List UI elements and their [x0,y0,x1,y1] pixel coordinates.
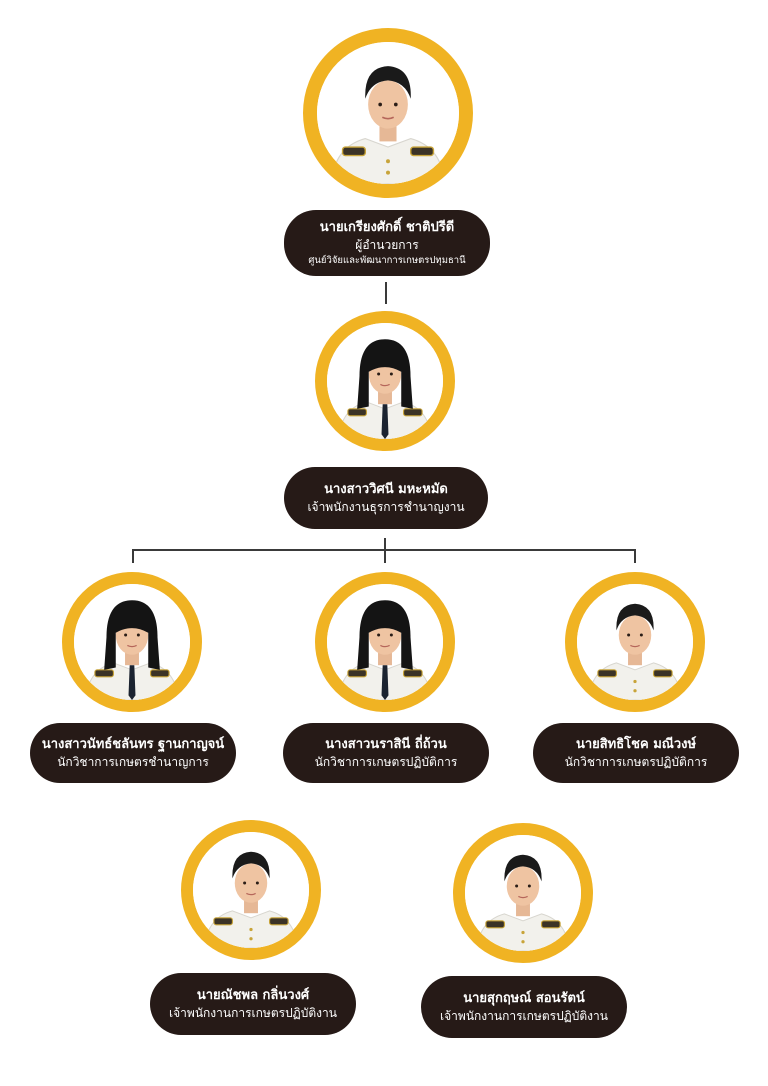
connector-horizontal [132,549,635,551]
portrait-staff-4 [181,820,321,960]
portrait-staff-5 [453,823,593,963]
portrait-staff-2 [315,572,455,712]
staff-3-position: นักวิชาการเกษตรปฏิบัติการ [564,754,708,769]
label-staff-2: นางสาวนราสินี ถี่ถ้วน นักวิชาการเกษตรปฏิ… [283,723,489,783]
label-admin: นางสาววิศนี มหะหมัด เจ้าพนักงานธุรการชำน… [284,467,488,529]
portrait-illustration [327,323,443,439]
portrait-illustration [317,42,459,184]
staff-5-position: เจ้าพนักงานการเกษตรปฏิบัติงาน [440,1008,608,1023]
staff-2-position: นักวิชาการเกษตรปฏิบัติการ [314,754,458,769]
staff-1-position: นักวิชาการเกษตรชำนาญการ [57,754,209,769]
director-name: นายเกรียงศักดิ์ ชาติปรีดี [319,219,455,235]
connector-drop-right [634,549,636,563]
label-director: นายเกรียงศักดิ์ ชาติปรีดี ผู้อำนวยการ ศู… [284,210,490,276]
connector-director-admin [385,282,387,304]
portrait-illustration [193,832,309,948]
label-staff-5: นายสุกฤษณ์ สอนรัตน์ เจ้าพนักงานการเกษตรป… [421,976,627,1038]
portrait-illustration [465,835,581,951]
portrait-staff-3 [565,572,705,712]
admin-position: เจ้าพนักงานธุรการชำนาญงาน [307,499,465,514]
portrait-staff-1 [62,572,202,712]
admin-name: นางสาววิศนี มหะหมัด [324,481,448,497]
staff-4-name: นายณัชพล กลิ่นวงศ์ [196,987,310,1003]
portrait-illustration [577,584,693,700]
label-staff-1: นางสาวนัทธ์ชลันทร ฐานกาญจน์ นักวิชาการเก… [30,723,236,783]
label-staff-3: นายสิทธิโชค มณีวงษ์ นักวิชาการเกษตรปฏิบั… [533,723,739,783]
director-organization: ศูนย์วิจัยและพัฒนาการเกษตรปทุมธานี [308,254,466,266]
staff-1-name: นางสาวนัทธ์ชลันทร ฐานกาญจน์ [41,736,225,752]
connector-drop-left [132,549,134,563]
connector-admin-down [384,538,386,550]
staff-5-name: นายสุกฤษณ์ สอนรัตน์ [463,990,585,1006]
staff-4-position: เจ้าพนักงานการเกษตรปฏิบัติงาน [169,1005,337,1020]
staff-3-name: นายสิทธิโชค มณีวงษ์ [575,736,697,752]
connector-drop-center [384,549,386,563]
portrait-illustration [74,584,190,700]
portrait-illustration [327,584,443,700]
staff-2-name: นางสาวนราสินี ถี่ถ้วน [325,736,447,752]
portrait-director [303,28,473,198]
director-position: ผู้อำนวยการ [355,237,419,252]
portrait-admin [315,311,455,451]
label-staff-4: นายณัชพล กลิ่นวงศ์ เจ้าพนักงานการเกษตรปฏ… [150,973,356,1035]
